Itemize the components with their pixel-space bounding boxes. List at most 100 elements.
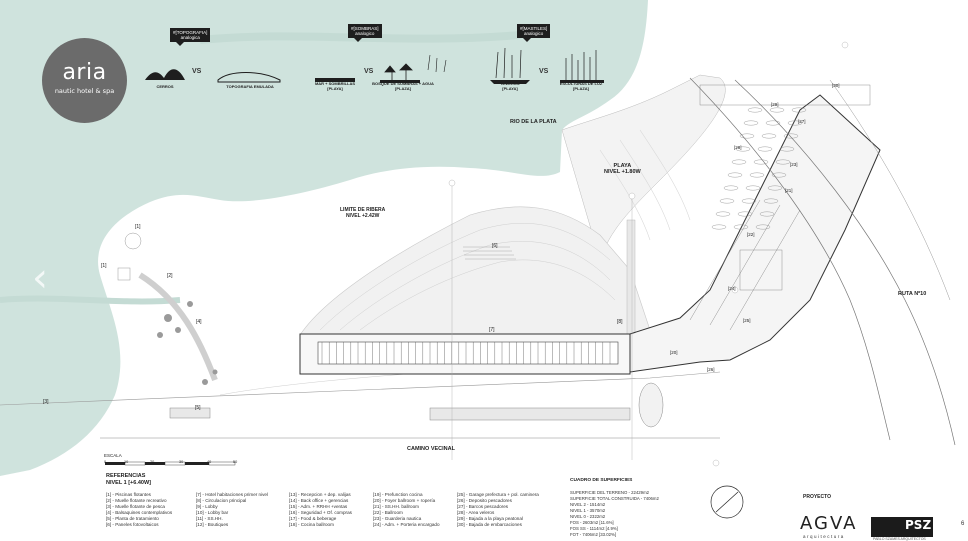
callout: [23]: [790, 162, 798, 167]
boat-slot: [769, 107, 785, 113]
terrain: [299, 206, 651, 346]
concept-tag-mastiles: #[MASTILES] analogico: [517, 24, 551, 42]
concept-label: MAR + SOMBRILLAS [PLAYA]: [314, 81, 356, 91]
scale-tick: 40: [207, 460, 212, 464]
references-col-3: [13] - Recepcion + dep. valijas [14] - B…: [289, 492, 352, 529]
concept-label: VELEROS [PLAYA]: [500, 81, 520, 91]
hotel-building: [299, 333, 631, 375]
concept-label: ESCULTURAS DE LUZ [PLAZA]: [559, 81, 603, 91]
reference-item: [16] - Seguridad + Of. compras: [289, 510, 352, 516]
proyecto-title: PROYECTO: [803, 494, 831, 500]
label-playa: PLAYA NIVEL +1.80W: [604, 163, 641, 175]
callout: [6]: [492, 243, 498, 249]
logo-subtitle: nautic hotel & spa: [54, 87, 115, 95]
reference-item: [6] - Paneles fotovoltaicos: [106, 522, 159, 528]
label-ruta: RUTA Nº10: [898, 291, 927, 297]
reference-item: [8] - Circulacion principal: [196, 498, 247, 504]
scale-tick: 10: [124, 460, 129, 464]
superficie-line: FOT - 7406m2 [33.02%]: [570, 532, 617, 537]
page-number: 6: [961, 521, 965, 527]
references-col-2: [7] - Hotel habitaciones primer nivel [8…: [196, 492, 268, 529]
prev-arrow-icon[interactable]: ‹: [32, 255, 48, 301]
reference-item: [22] - Ballroom: [373, 510, 403, 516]
superficies-title: CUADRO DE SUPERFICIES: [570, 478, 633, 483]
boat-slot: [779, 146, 795, 152]
superficie-line: FOS SS - 1114m2 [4.9%]: [570, 526, 618, 531]
reference-item: [10] - Lobby bar: [196, 510, 229, 516]
boat-slot: [763, 198, 779, 204]
reference-item: [17] - Food & beberage: [289, 516, 337, 522]
boat-slot: [761, 133, 777, 139]
boat-slot: [745, 185, 761, 191]
scale-tick: 30: [179, 460, 184, 464]
vs-label: VS: [192, 68, 202, 75]
boat-slot: [741, 198, 757, 204]
references-col-5: [25] - Garage prefectura + pol. caminera…: [457, 492, 539, 529]
boat-slot: [787, 120, 803, 126]
reference-item: [21] - SS.HH. ballroom: [373, 504, 419, 510]
boat-slot: [749, 172, 765, 178]
reference-item: [4] - Balsaquines contemplativos: [106, 510, 173, 516]
boat-slot: [783, 133, 799, 139]
agva-logo: AGVA: [800, 513, 858, 534]
callout: [27]: [798, 119, 806, 124]
vs-label: VS: [539, 68, 549, 75]
reference-item: [13] - Recepcion + dep. valijas: [289, 492, 351, 497]
superficie-line: NIVEL 2 - 1514m2: [570, 502, 606, 507]
superficie-line: NIVEL 1 - 3570m2: [570, 508, 606, 513]
boat-slot: [733, 224, 749, 230]
agva-subtitle: arquitectura: [803, 534, 845, 539]
route-10: [689, 77, 891, 441]
scale-tick: 0: [104, 460, 107, 464]
reference-item: [27] - Barcos pescadores: [457, 504, 509, 510]
psz-logo: PSZ: [905, 518, 932, 532]
floating-platform: [117, 267, 131, 281]
superficie-line: FOS - 2603m2 [11.6%]: [570, 520, 614, 525]
reference-item: [1] - Piscinas flotantes: [106, 492, 151, 497]
reference-item: [14] - Back office + gerencias: [289, 498, 349, 504]
reference-item: [2] - Muelle flotante recreativo: [106, 498, 167, 504]
boat-slot: [715, 211, 731, 217]
boat-slot: [735, 146, 751, 152]
references-col-4: [19] - Prefunction cocina [20] - Foyer b…: [373, 492, 440, 529]
boat-slot: [747, 107, 763, 113]
reference-item: [20] - Foyer ballroom + ropería: [373, 498, 436, 504]
logo-word: aria: [62, 60, 107, 85]
boat-slot: [757, 146, 773, 152]
beach-area: [561, 74, 726, 261]
reference-item: [24] - Adm. + Porteria encargado: [373, 522, 440, 528]
callout: [28]: [734, 145, 742, 150]
callout: [5]: [195, 405, 201, 411]
reference-item: [23] - Guarderia nautica: [373, 516, 422, 522]
boat-slot: [737, 211, 753, 217]
concept-icons: [145, 47, 604, 84]
superficie-line: SUPERFICIE DEL TERRENO - 22429m2: [570, 490, 650, 495]
callout: [1]: [135, 224, 141, 230]
callout: [25]: [743, 318, 751, 323]
references-title: REFERENCIAS NIVEL 1 [+6.40W]: [106, 473, 151, 486]
boat-slot: [711, 224, 727, 230]
boat-slot: [753, 159, 769, 165]
callout: [3]: [43, 399, 49, 405]
concept-tag-topografia: #[TOPOGRAFIA] analogica: [170, 28, 211, 46]
callout: [29]: [771, 102, 779, 107]
label-rio: RIO DE LA PLATA: [510, 119, 557, 125]
pier-left: [138, 272, 218, 382]
superficie-line: SUPERFICIE TOTAL CONSTRUIDA - 7406m2: [570, 496, 659, 501]
boat-slot: [743, 120, 759, 126]
next-arrow-icon[interactable]: ›: [926, 255, 942, 301]
psz-logo-box: [871, 517, 933, 537]
plaza-oval: [638, 382, 664, 428]
river-water: [0, 0, 648, 476]
reference-item: [12] - Boutiques: [196, 522, 229, 528]
reference-item: [26] - Deposito pescadores: [457, 498, 512, 504]
reference-item: [25] - Garage prefectura + pol. caminera: [457, 492, 539, 497]
concept-label: TOPOGRAFIA EMULADA: [226, 84, 274, 89]
reference-item: [5] - Planta de tratamiento: [106, 516, 159, 522]
reference-item: [19] - Prefunction cocina: [373, 492, 423, 497]
reference-item: [11] - SS.HH.: [196, 516, 223, 522]
reference-item: [30] - Bajada de embarcaciones: [457, 522, 522, 528]
label-limite: LIMITE DE RIBERA NIVEL +2.42W: [340, 207, 386, 219]
boat-slot: [755, 224, 771, 230]
